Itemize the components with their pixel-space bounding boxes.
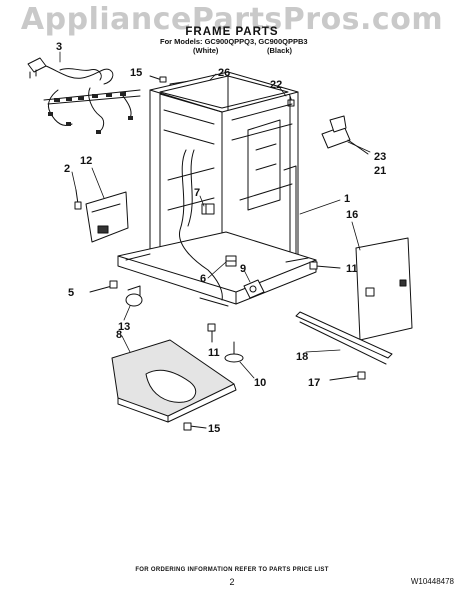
callout-1: 1 bbox=[344, 193, 350, 205]
page-number: 2 bbox=[229, 577, 235, 587]
screw-icon bbox=[329, 371, 366, 381]
callout-7: 7 bbox=[194, 187, 200, 199]
callout-10: 10 bbox=[254, 377, 266, 389]
wire-harness bbox=[27, 57, 141, 134]
screw-icon bbox=[89, 280, 118, 293]
callout-17: 17 bbox=[308, 377, 320, 389]
spring-clip-part bbox=[125, 285, 143, 307]
insulation-pad bbox=[111, 339, 237, 423]
callout-5: 5 bbox=[68, 287, 74, 299]
callout-23: 23 bbox=[374, 151, 386, 163]
models-line: For Models: GC900QPPQ3, GC900QPPB3 bbox=[160, 37, 308, 46]
sensor-part bbox=[225, 255, 237, 267]
callout-26: 26 bbox=[218, 67, 230, 79]
callout-21: 21 bbox=[374, 165, 386, 177]
diagram-title: FRAME PARTS bbox=[185, 26, 279, 38]
callout-11b: 11 bbox=[208, 347, 220, 359]
watermark: AppliancePartsPros.com bbox=[20, 2, 444, 37]
screw-icon bbox=[309, 261, 341, 270]
callout-13: 13 bbox=[118, 321, 130, 333]
document-number: W10448478 bbox=[410, 577, 454, 586]
variant-black: (Black) bbox=[267, 46, 293, 55]
connector-part bbox=[201, 203, 215, 215]
callout-2: 2 bbox=[64, 163, 70, 175]
screw-icon bbox=[183, 422, 207, 431]
callout-18: 18 bbox=[296, 351, 308, 363]
callout-12: 12 bbox=[80, 155, 92, 167]
screw-icon bbox=[149, 75, 167, 83]
screw-icon bbox=[207, 323, 216, 343]
bracket-part bbox=[321, 115, 369, 155]
callout-22: 22 bbox=[270, 79, 282, 91]
leveling-foot bbox=[224, 341, 244, 363]
callout-11: 11 bbox=[346, 263, 358, 275]
ordering-note: FOR ORDERING INFORMATION REFER TO PARTS … bbox=[135, 567, 329, 573]
trim-rail bbox=[295, 311, 393, 365]
callout-15: 15 bbox=[130, 67, 142, 79]
back-panel bbox=[355, 237, 413, 341]
callout-6: 6 bbox=[200, 273, 206, 285]
callout-labels: 3 15 26 22 2 12 7 1 16 23 21 9 11 6 5 13… bbox=[56, 41, 386, 435]
main-frame bbox=[117, 71, 317, 307]
callout-8: 8 bbox=[116, 329, 122, 341]
side-cover-panel bbox=[85, 191, 129, 243]
variant-white: (White) bbox=[193, 46, 219, 55]
callout-3: 3 bbox=[56, 41, 62, 53]
callout-9: 9 bbox=[240, 263, 246, 275]
callout-16: 16 bbox=[346, 209, 358, 221]
callout-15b: 15 bbox=[208, 423, 220, 435]
screw-icon bbox=[74, 189, 82, 210]
thermostat-part bbox=[243, 279, 265, 299]
